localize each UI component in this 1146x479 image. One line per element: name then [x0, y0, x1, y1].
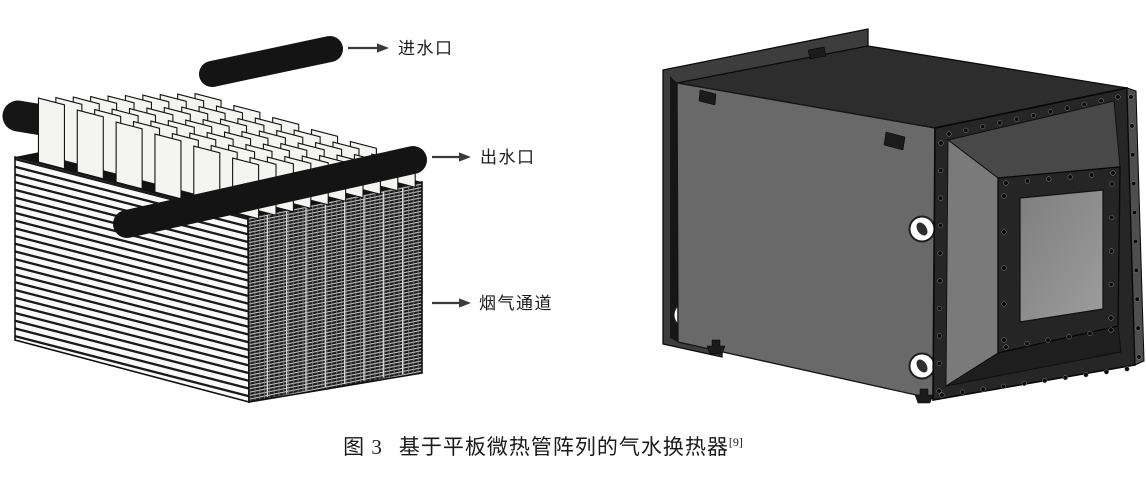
bolt-dot — [1135, 325, 1141, 331]
rear-edge-shadow — [670, 76, 678, 342]
bolt-dot — [938, 168, 944, 174]
bolt-dot — [937, 250, 943, 256]
bolt-dot — [1098, 98, 1104, 104]
water-inlet-pipe — [199, 36, 343, 87]
bolt-dot — [1108, 281, 1114, 288]
bolt-dot — [1046, 176, 1052, 182]
bolt-dot — [1108, 315, 1114, 321]
bolt-dot — [1124, 366, 1130, 372]
duct-taper-side — [945, 139, 999, 387]
arrow-head-icon — [459, 298, 471, 308]
bolt-dot — [939, 392, 945, 398]
bolt-dot — [1103, 369, 1109, 375]
bolt-dot — [1083, 372, 1089, 378]
annotation-outlet: 出水口 — [432, 148, 536, 167]
bolt-dot — [937, 305, 943, 311]
bolt-dot — [1030, 112, 1037, 119]
water-outlet-pipe — [113, 146, 427, 238]
bolt-dot — [963, 127, 969, 133]
leveling-foot — [706, 339, 726, 355]
bolt-dot — [980, 386, 986, 392]
bolt-dot — [1108, 327, 1114, 333]
bolt-dot — [1024, 341, 1030, 347]
figure-number: 图 3 — [343, 435, 383, 459]
fin-plate — [115, 121, 143, 190]
bolt-dot — [1064, 105, 1070, 111]
inlet-label: 进水口 — [398, 39, 454, 58]
bolt-dot — [1003, 180, 1009, 186]
lifting-lug — [883, 131, 906, 151]
bolt-dot — [938, 140, 944, 146]
bolt-dot — [980, 124, 986, 130]
bolt-dot — [1067, 174, 1073, 180]
bolt-dot — [1136, 354, 1142, 360]
bolt-dot — [1087, 330, 1093, 336]
annotation-flue-gas: 烟气通道 — [432, 294, 553, 313]
bolt-dot — [1042, 378, 1048, 384]
bolt-dot — [1001, 265, 1007, 271]
bolt-dot — [1045, 337, 1051, 343]
flue-gas-channel-face — [247, 181, 423, 403]
leveling-foot — [914, 388, 934, 404]
bolt-dot — [1047, 109, 1053, 115]
fin-plate — [37, 97, 65, 170]
bolt-dot — [1108, 248, 1115, 254]
channel-seams — [266, 187, 404, 397]
bolt-dot — [1129, 123, 1135, 129]
bolt-dot — [1115, 94, 1121, 100]
bolt-dot — [1109, 214, 1115, 221]
bolt-dot — [946, 131, 952, 137]
lifting-lug — [807, 46, 827, 60]
bolt-dot — [1021, 380, 1027, 386]
bolt-dot — [1081, 101, 1087, 107]
arrow-head-icon — [459, 152, 471, 162]
bolt-dot — [1128, 94, 1134, 100]
bolt-dot — [937, 223, 943, 229]
figure-caption: 图 3 基于平板微热管阵列的气水换热器[9] — [0, 431, 1086, 461]
bolt-dot — [1134, 296, 1140, 302]
bolt-dot — [1001, 229, 1007, 235]
bolt-dot — [1024, 178, 1030, 184]
bolt-dot — [1131, 181, 1137, 187]
bolt-dot — [1109, 181, 1115, 187]
port-ring — [908, 215, 936, 243]
bolt-dot — [1110, 170, 1116, 176]
bolt-dot — [1132, 210, 1138, 216]
bolt-dot — [1132, 238, 1138, 244]
annotation-inlet: 进水口 — [348, 39, 454, 58]
citation-ref: [9] — [728, 435, 743, 449]
duct-window — [1019, 189, 1104, 323]
bolt-dot — [936, 333, 942, 339]
bolt-dot — [1130, 152, 1136, 158]
bolt-dot — [937, 278, 943, 284]
bolt-dot — [1001, 383, 1007, 389]
arrow-head-icon — [377, 43, 389, 53]
bolt-dot — [1089, 172, 1095, 178]
outlet-label: 出水口 — [480, 148, 536, 167]
bolt-dot — [1014, 116, 1020, 122]
flange-edge-strip — [1126, 87, 1145, 366]
bolt-dot — [936, 360, 942, 366]
bolt-dot — [1001, 193, 1007, 199]
bolt-dot — [1133, 267, 1139, 273]
bolt-dot — [1066, 334, 1072, 340]
fin-plate — [76, 109, 104, 180]
lifting-lug — [698, 89, 717, 106]
heat-exchanger-schematic: 进水口 出水口 烟气通道 — [2, 36, 553, 404]
bolt-dot — [997, 120, 1003, 126]
heat-exchanger-cad-render — [662, 28, 1145, 404]
flue-gas-label: 烟气通道 — [479, 294, 553, 313]
figure-title: 基于平板微热管阵列的气水换热器 — [398, 435, 729, 459]
bolt-dot — [1001, 301, 1007, 307]
bolt-dot — [960, 389, 966, 395]
fin-plate — [154, 133, 182, 200]
bolt-dot — [936, 388, 942, 394]
bolt-dot — [938, 195, 944, 201]
port-ring — [908, 352, 936, 380]
bolt-dot — [1001, 337, 1007, 343]
bolt-dot — [1003, 344, 1009, 350]
flange-bolts — [936, 94, 1142, 398]
bolt-dot — [1062, 375, 1068, 381]
